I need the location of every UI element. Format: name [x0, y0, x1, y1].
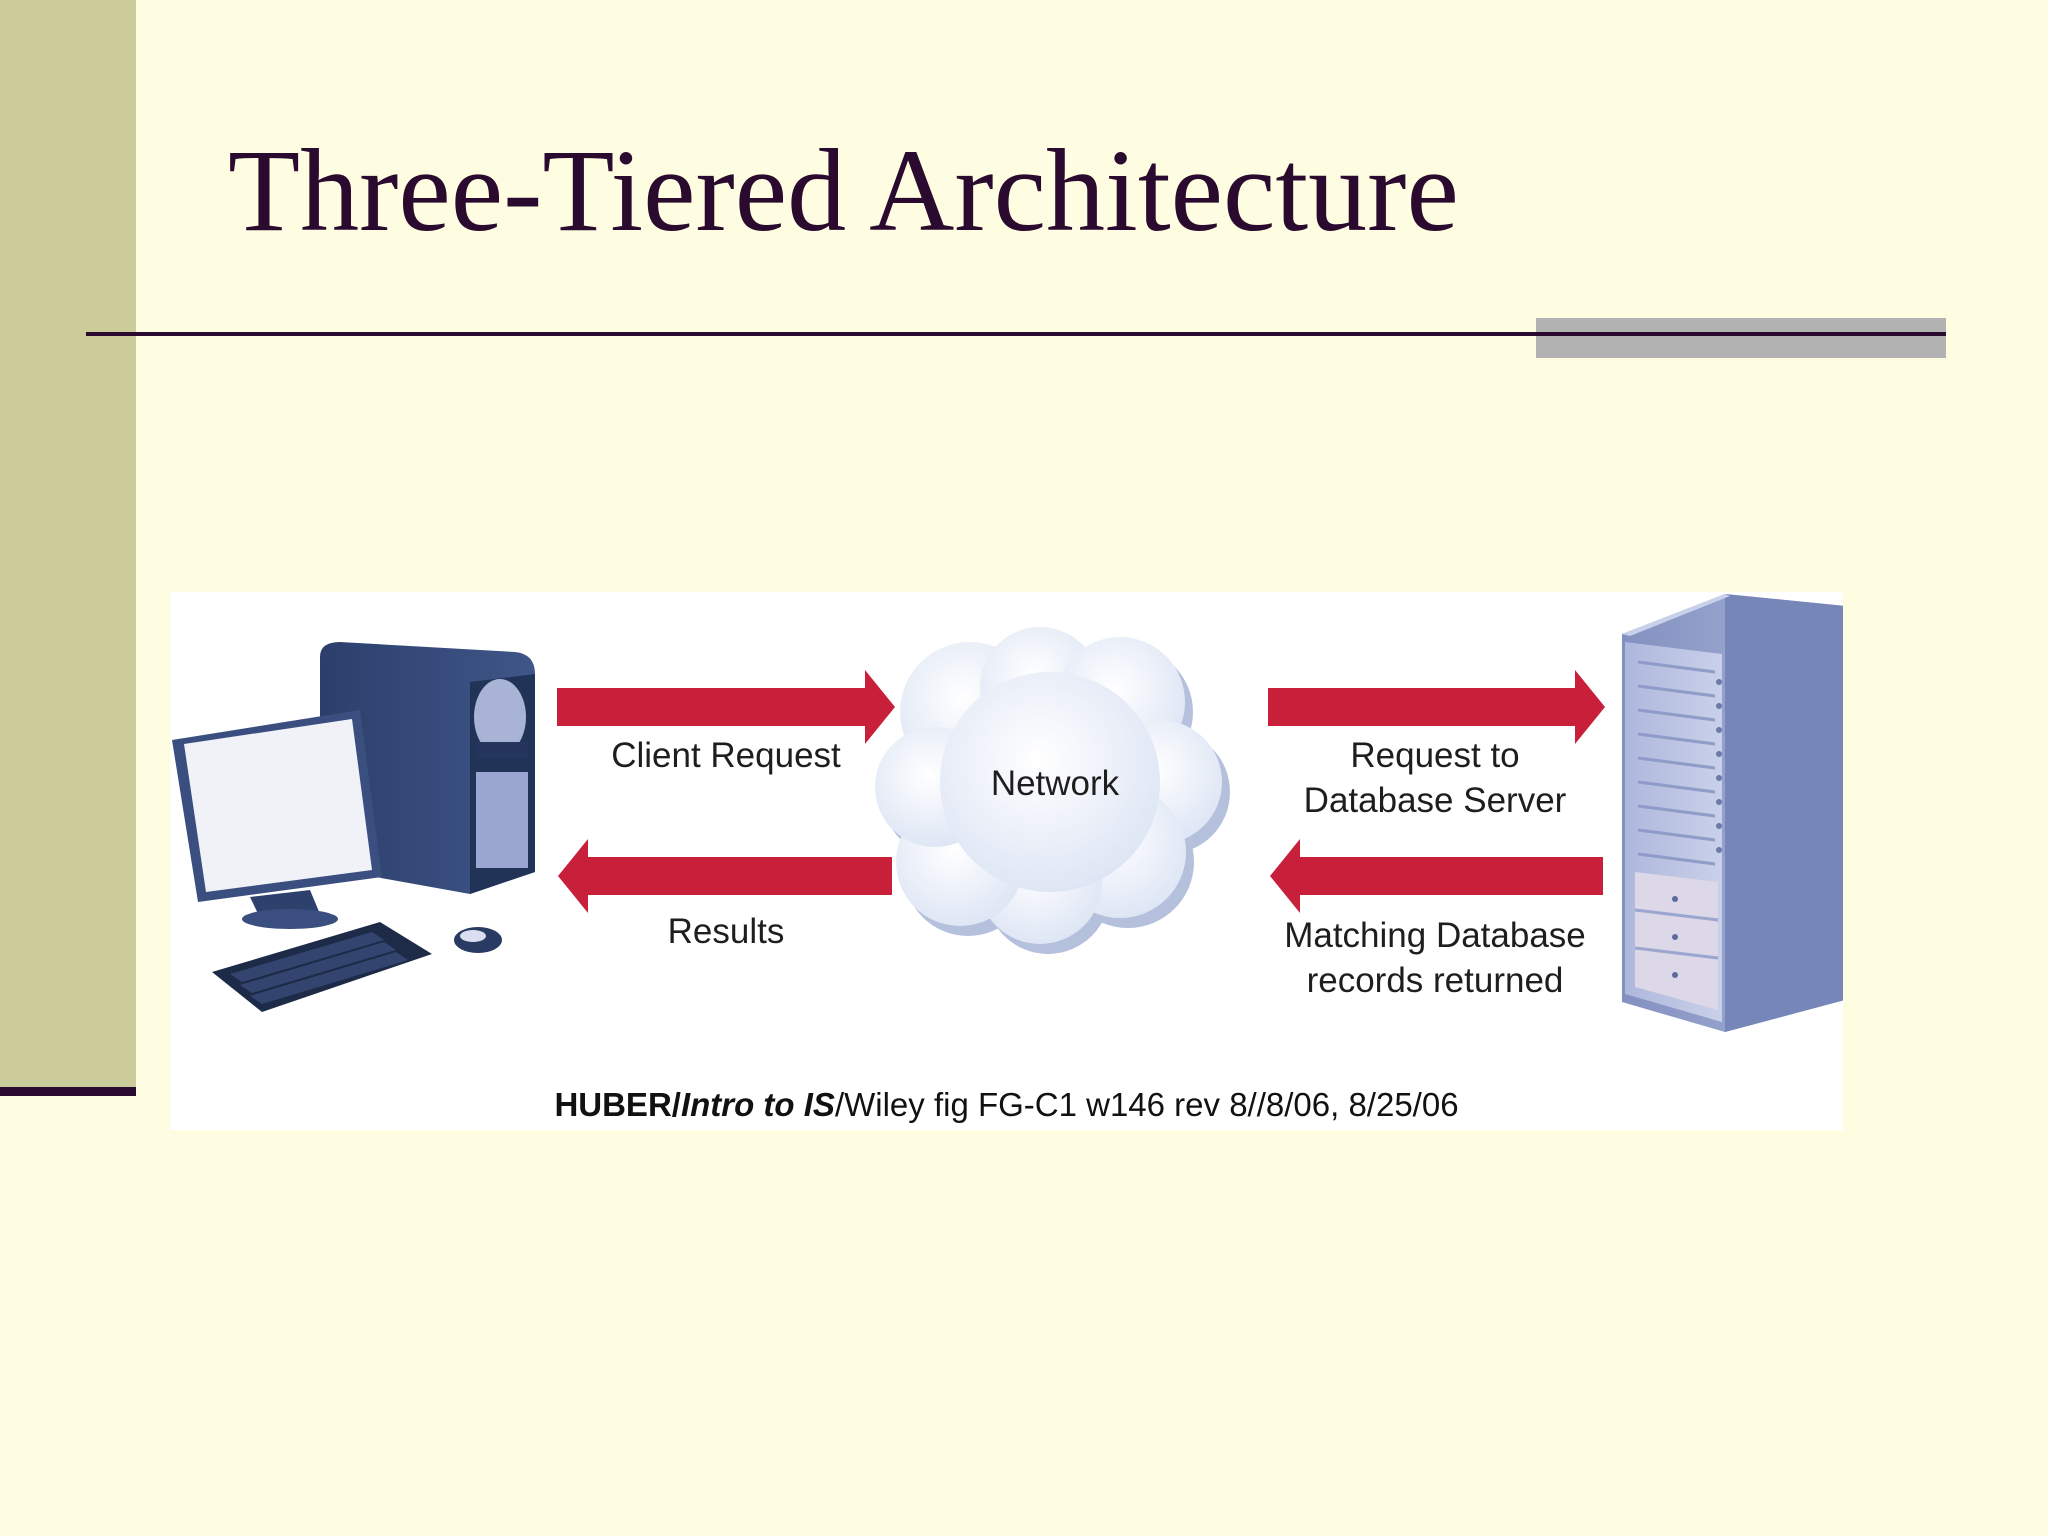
client-request-arrow [557, 670, 895, 744]
architecture-figure: Client Request Results Network Request t… [170, 592, 1843, 1130]
client-request-label: Client Request [611, 736, 841, 775]
matching-records-arrow [1270, 839, 1603, 913]
slide-title: Three-Tiered Architecture [228, 125, 1459, 256]
request-to-db-label-line2: Database Server [1303, 780, 1567, 820]
title-divider-line [86, 332, 1946, 336]
network-label: Network [990, 764, 1120, 803]
figure-caption: HUBER/Intro to IS/Wiley fig FG-C1 w146 r… [170, 1086, 1843, 1124]
matching-records-label-line1: Matching Database [1284, 916, 1586, 955]
caption-author: HUBER/ [554, 1086, 681, 1123]
request-to-db-arrow [1268, 670, 1605, 744]
caption-rest: /Wiley fig FG-C1 w146 rev 8//8/06, 8/25/… [834, 1086, 1459, 1123]
title-divider-accent [1536, 318, 1946, 358]
database-server-icon [1622, 594, 1843, 1032]
request-to-db-label: Request to Database Server [1260, 734, 1610, 824]
matching-records-label: Matching Database records returned [1260, 914, 1610, 1004]
request-to-db-label-line1: Request to [1350, 736, 1520, 775]
sidebar-underline [0, 1087, 136, 1096]
results-label: Results [667, 912, 785, 951]
desktop-computer-icon [172, 642, 535, 1012]
architecture-diagram [172, 594, 1843, 1032]
title-divider-accent-line [1536, 332, 1946, 336]
caption-book: Intro to IS [680, 1086, 835, 1123]
network-cloud-icon [875, 627, 1230, 954]
matching-records-label-line2: records returned [1306, 960, 1564, 1000]
left-sidebar-band [0, 0, 136, 1092]
results-arrow [558, 839, 892, 913]
